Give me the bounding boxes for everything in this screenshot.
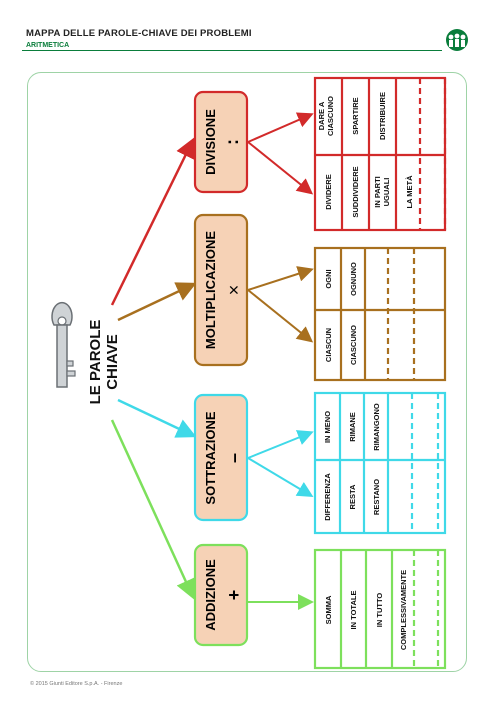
svg-text:COMPLESSIVAMENTE: COMPLESSIVAMENTE <box>399 570 408 650</box>
svg-text:UGUALI: UGUALI <box>382 178 391 207</box>
svg-text:LE PAROLE: LE PAROLE <box>87 320 104 405</box>
key-icon <box>51 301 76 388</box>
op-box-moltiplicazione: MOLTIPLICAZIONE × <box>193 213 249 367</box>
svg-text:ADDIZIONE: ADDIZIONE <box>203 559 218 631</box>
svg-text:OGNUNO: OGNUNO <box>349 262 358 296</box>
svg-text:DIVIDERE: DIVIDERE <box>324 174 333 209</box>
arrow-divisione-b <box>247 141 314 195</box>
svg-text:×: × <box>224 285 244 296</box>
table-sottrazione <box>313 391 447 535</box>
svg-text:RIMANGONO: RIMANGONO <box>372 403 381 451</box>
center-label: LE PAROLE CHIAVE <box>87 320 121 405</box>
svg-text:IN PARTI: IN PARTI <box>373 176 382 208</box>
op-box-sottrazione: SOTTRAZIONE – <box>193 393 249 522</box>
content-frame <box>27 72 467 672</box>
table-sottrazione-words: IN MENO RIMANE RIMANGONO DIFFERENZA REST… <box>323 403 381 521</box>
svg-text:SOTTRAZIONE: SOTTRAZIONE <box>203 411 218 504</box>
svg-text:SPARTIRE: SPARTIRE <box>351 97 360 134</box>
arrow-sottrazione-a <box>247 430 314 459</box>
svg-text:OGNI: OGNI <box>324 269 333 288</box>
svg-text:–: – <box>224 453 244 463</box>
svg-text:CIASCUN: CIASCUN <box>324 328 333 362</box>
svg-text:RIMANE: RIMANE <box>348 412 357 442</box>
arrow-to-addizione <box>110 419 195 600</box>
table-moltiplicazione-words: OGNI OGNUNO CIASCUN CIASCUNO <box>324 262 358 365</box>
svg-text:LA METÀ: LA METÀ <box>405 175 414 209</box>
page-title: MAPPA DELLE PAROLE-CHIAVE DEI PROBLEMI <box>26 28 252 39</box>
arrow-divisione-a <box>247 112 314 143</box>
svg-text:SOMMA: SOMMA <box>324 595 333 624</box>
arrow-to-sottrazione <box>117 398 197 438</box>
svg-text:IN TOTALE: IN TOTALE <box>349 591 358 630</box>
svg-text:IN TUTTO: IN TUTTO <box>375 593 384 628</box>
svg-text:RESTANO: RESTANO <box>372 479 381 515</box>
svg-text::: : <box>222 139 242 145</box>
table-addizione-words: SOMMA IN TOTALE IN TUTTO COMPLESSIVAMENT… <box>324 570 408 650</box>
arrow-to-moltiplicazione <box>117 282 197 322</box>
svg-text:IN MENO: IN MENO <box>323 411 332 443</box>
school-logo-icon <box>446 29 468 51</box>
op-box-divisione: DIVISIONE : <box>193 90 249 194</box>
header-divider <box>22 50 442 51</box>
svg-text:RESTA: RESTA <box>348 484 357 509</box>
copyright-footer: © 2015 Giunti Editore S.p.A. - Firenze <box>30 681 123 687</box>
arrow-sottrazione-b <box>247 457 314 498</box>
page-subtitle: ARITMETICA <box>26 42 70 49</box>
svg-text:DISTRIBUIRE: DISTRIBUIRE <box>378 92 387 140</box>
svg-text:CHIAVE: CHIAVE <box>104 334 121 390</box>
arrow-moltiplicazione-a <box>247 266 314 291</box>
arrow-moltiplicazione-b <box>247 289 314 343</box>
svg-text:DIVISIONE: DIVISIONE <box>203 109 218 175</box>
table-addizione <box>313 548 447 670</box>
svg-text:DARE A: DARE A <box>317 101 326 130</box>
arrow-to-divisione <box>110 137 195 306</box>
table-moltiplicazione <box>313 246 447 382</box>
table-divisione <box>313 76 447 232</box>
svg-text:MOLTIPLICAZIONE: MOLTIPLICAZIONE <box>203 231 218 350</box>
svg-text:SUDDIVIDERE: SUDDIVIDERE <box>351 166 360 217</box>
svg-text:CIASCUNO: CIASCUNO <box>326 96 335 136</box>
op-box-addizione: ADDIZIONE + <box>193 543 249 647</box>
svg-text:DIFFERENZA: DIFFERENZA <box>323 473 332 521</box>
svg-text:+: + <box>224 590 244 601</box>
svg-text:CIASCUNO: CIASCUNO <box>349 325 358 365</box>
